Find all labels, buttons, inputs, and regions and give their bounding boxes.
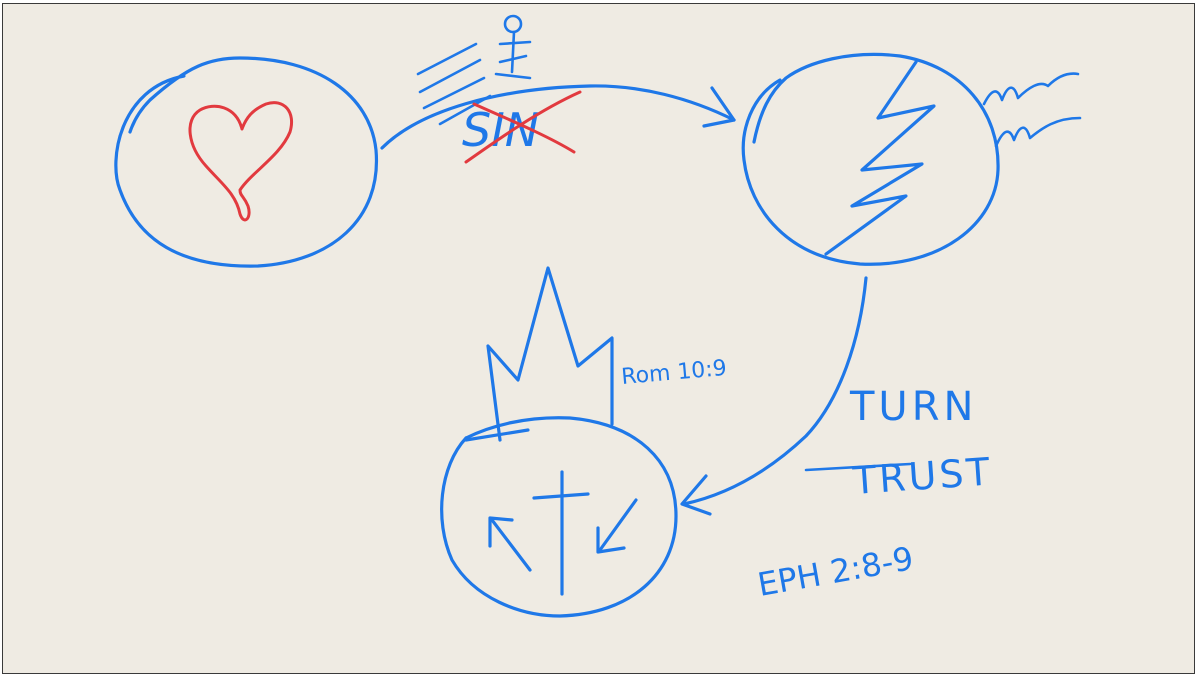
whiteboard-slide — [2, 3, 1195, 674]
broken-circle — [741, 52, 1000, 266]
arrow-heart-to-broken — [380, 84, 736, 150]
heart-icon — [188, 101, 293, 222]
crown-base — [464, 428, 530, 442]
sin-cross-out — [464, 90, 582, 164]
up-left-arrow-icon — [488, 516, 532, 572]
turn-label: TURN — [849, 384, 977, 430]
cross-circle — [440, 416, 678, 618]
rom-label: Rom 10:9 — [620, 356, 727, 390]
trust-bar — [804, 462, 912, 472]
crown-icon — [486, 266, 614, 442]
arrow-head-2 — [680, 474, 712, 516]
speed-lines — [416, 42, 492, 126]
trust-label: TRUST — [851, 449, 994, 503]
eph-label: EPH 2:8-9 — [755, 539, 916, 604]
stick-figure-icon — [494, 14, 532, 80]
pain-squiggles — [982, 72, 1082, 148]
arrow-broken-to-cross — [682, 276, 868, 506]
cross-icon — [532, 470, 590, 596]
arrow-head-1 — [702, 86, 736, 128]
down-left-arrow-icon — [596, 498, 638, 554]
heart-circle — [114, 56, 379, 268]
sin-label: SIN — [462, 103, 539, 157]
